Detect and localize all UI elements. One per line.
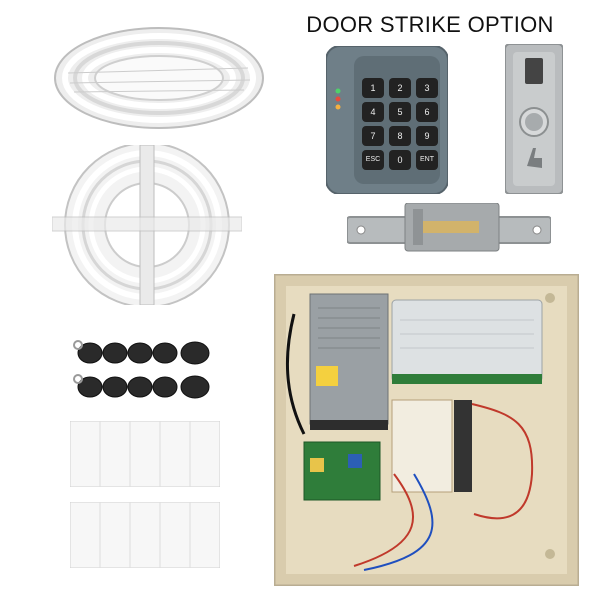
cable-coil-top	[54, 27, 264, 129]
control-enclosure	[274, 274, 579, 586]
card-stack-bottom	[70, 502, 220, 568]
key-6[interactable]: 6	[416, 102, 438, 122]
key-fob-group	[70, 335, 230, 405]
key-ent[interactable]: ENT	[416, 150, 438, 170]
keypad-grid: 1 2 3 4 5 6 7 8 9 ESC 0 ENT	[362, 78, 438, 170]
key-9[interactable]: 9	[416, 126, 438, 146]
key-7[interactable]: 7	[362, 126, 384, 146]
key-5[interactable]: 5	[389, 102, 411, 122]
product-title: DOOR STRIKE OPTION	[306, 12, 554, 37]
key-esc[interactable]: ESC	[362, 150, 384, 170]
key-2[interactable]: 2	[389, 78, 411, 98]
key-4[interactable]: 4	[362, 102, 384, 122]
key-0[interactable]: 0	[389, 150, 411, 170]
exit-button-plate	[505, 44, 563, 194]
card-stack-top	[70, 421, 220, 487]
key-1[interactable]: 1	[362, 78, 384, 98]
door-strike	[347, 203, 551, 252]
key-3[interactable]: 3	[416, 78, 438, 98]
key-8[interactable]: 8	[389, 126, 411, 146]
cable-coil-round	[52, 145, 242, 305]
